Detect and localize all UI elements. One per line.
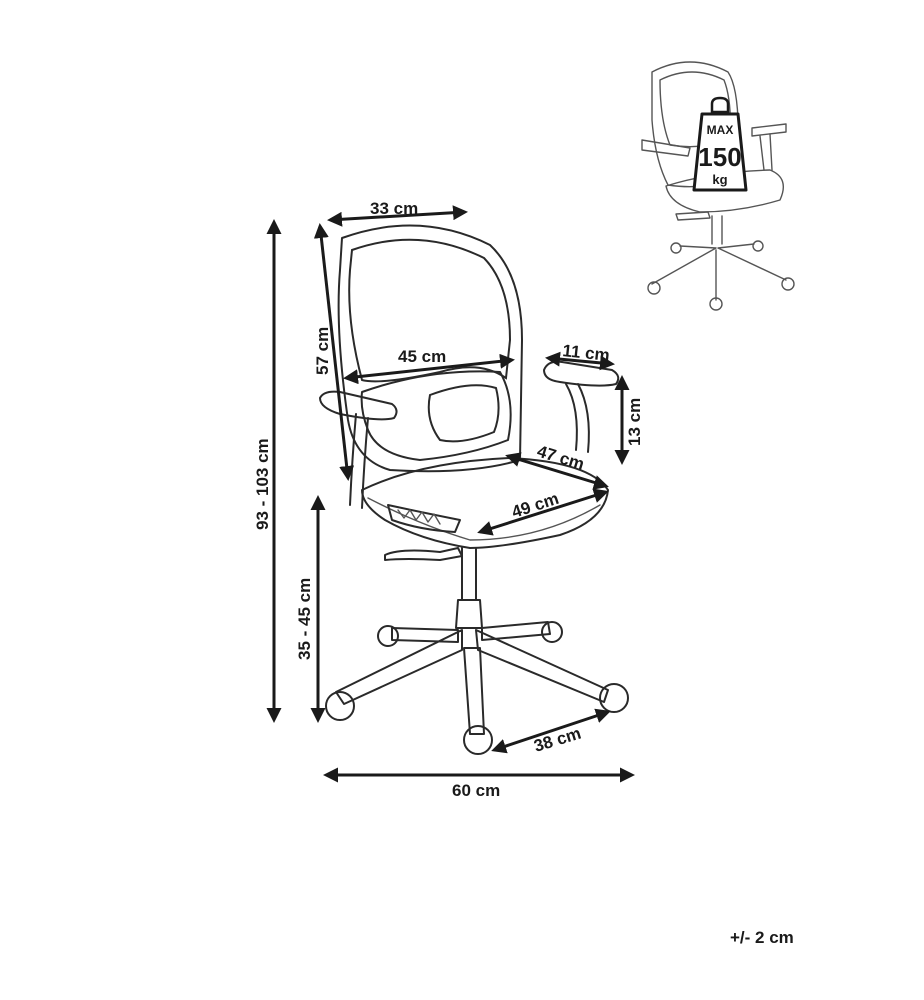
left-armrest-pad (319, 390, 398, 421)
casters (325, 621, 629, 755)
lumbar-opening (427, 384, 500, 443)
height-lever (384, 547, 463, 561)
tolerance-note: +/- 2 cm (730, 928, 794, 947)
label-seat-width: 49 cm (509, 489, 561, 522)
cylinder-cover (455, 599, 483, 629)
right-armrest-pad (543, 360, 620, 387)
label-backrest-height: 57 cm (313, 327, 332, 375)
label-chair-width: 45 cm (398, 347, 446, 366)
star-base (335, 621, 609, 735)
label-total-height: 93 - 103 cm (253, 438, 272, 530)
label-seat-depth: 47 cm (535, 442, 587, 474)
label-base-width: 60 cm (452, 781, 500, 800)
label-armrest-length: 11 cm (562, 341, 611, 365)
left-armrest-post (349, 413, 369, 509)
max-weight-unit: kg (712, 172, 727, 187)
right-armrest-post (565, 383, 590, 453)
chair-drawing (319, 224, 629, 755)
max-weight-label: MAX (707, 123, 734, 137)
label-backrest-width: 33 cm (370, 199, 418, 218)
dimension-arrows (266, 205, 635, 783)
label-armrest-height: 13 cm (625, 398, 644, 446)
max-weight-value: 150 (698, 142, 741, 172)
max-weight-icon: MAX 150 kg (692, 96, 748, 192)
label-seat-height: 35 - 45 cm (295, 578, 314, 660)
gas-cylinder (461, 547, 477, 601)
